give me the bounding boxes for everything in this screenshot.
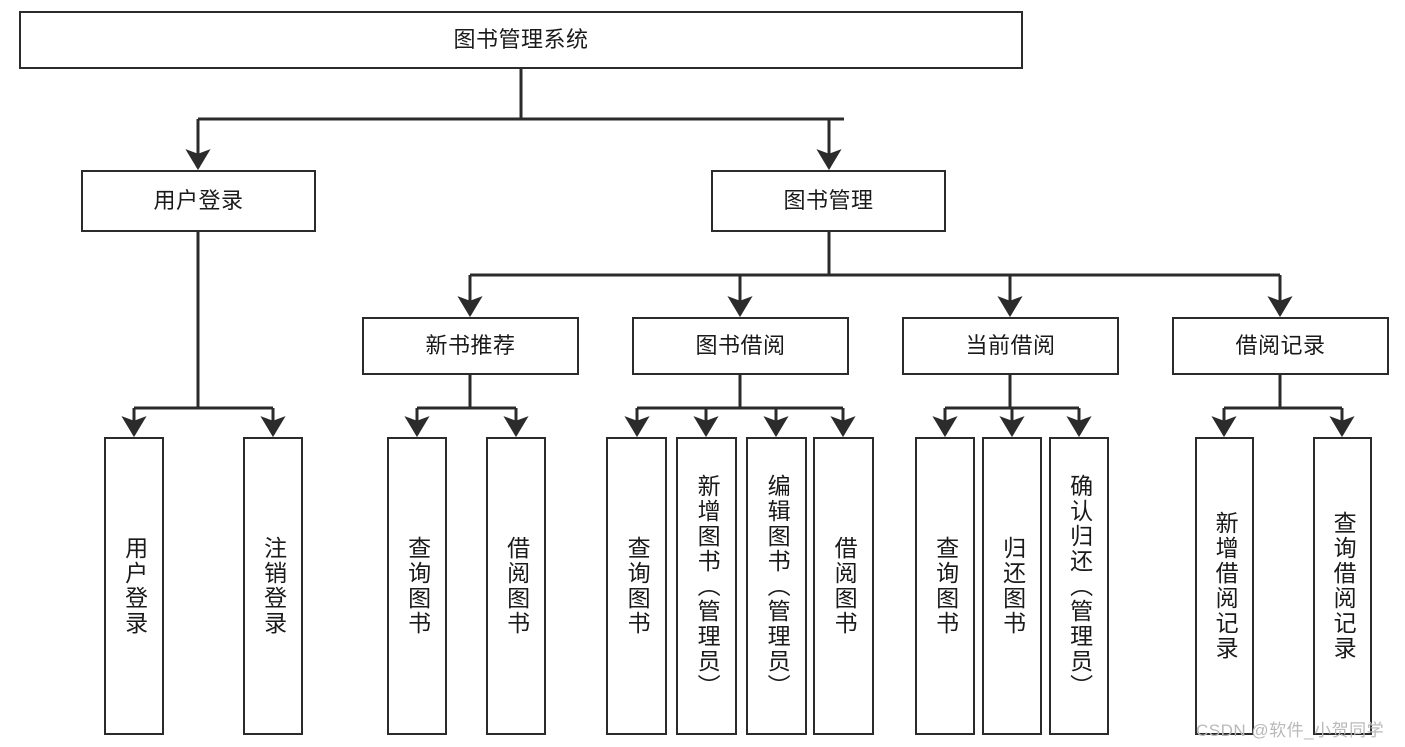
leaf-borrow-add-book-admin[interactable]: 新增图书（管理员） xyxy=(676,437,737,735)
leaf-current-confirm-return-admin[interactable]: 确认归还（管理员） xyxy=(1049,437,1109,735)
leaf-newbook-query-book[interactable]: 查询图书 xyxy=(387,437,447,735)
leaf-borrow-query-book[interactable]: 查询图书 xyxy=(606,437,667,735)
node-new-book-recommend-label: 新书推荐 xyxy=(425,333,516,359)
leaf-logout-login-label: 注销登录 xyxy=(260,536,287,636)
leaf-borrow-borrow-book[interactable]: 借阅图书 xyxy=(813,437,874,735)
leaf-borrow-edit-book-admin[interactable]: 编辑图书（管理员） xyxy=(746,437,807,735)
leaf-borrow-edit-book-admin-label: 编辑图书（管理员） xyxy=(764,473,791,699)
leaf-current-query-book[interactable]: 查询图书 xyxy=(915,437,975,735)
node-user-login[interactable]: 用户登录 xyxy=(81,170,316,232)
leaf-record-add-borrow-record-label: 新增借阅记录 xyxy=(1212,511,1239,661)
node-book-borrow-label: 图书借阅 xyxy=(695,333,786,359)
leaf-borrow-borrow-book-label: 借阅图书 xyxy=(831,536,858,636)
leaf-borrow-query-book-label: 查询图书 xyxy=(624,536,651,636)
leaf-record-query-borrow-record-label: 查询借阅记录 xyxy=(1330,511,1357,661)
leaf-current-query-book-label: 查询图书 xyxy=(932,536,959,636)
leaf-record-query-borrow-record[interactable]: 查询借阅记录 xyxy=(1313,437,1372,735)
leaf-logout-login[interactable]: 注销登录 xyxy=(243,437,303,735)
node-current-borrow-label: 当前借阅 xyxy=(965,333,1056,359)
leaf-borrow-add-book-admin-label: 新增图书（管理员） xyxy=(694,473,721,699)
node-user-login-label: 用户登录 xyxy=(153,188,244,214)
node-new-book-recommend[interactable]: 新书推荐 xyxy=(362,317,579,375)
node-book-borrow[interactable]: 图书借阅 xyxy=(632,317,849,375)
leaf-current-return-book[interactable]: 归还图书 xyxy=(982,437,1042,735)
node-borrow-record[interactable]: 借阅记录 xyxy=(1172,317,1389,375)
node-book-management[interactable]: 图书管理 xyxy=(711,170,946,232)
leaf-user-login-label: 用户登录 xyxy=(121,536,148,636)
node-current-borrow[interactable]: 当前借阅 xyxy=(902,317,1119,375)
leaf-current-confirm-return-admin-label: 确认归还（管理员） xyxy=(1066,473,1093,699)
leaf-current-return-book-label: 归还图书 xyxy=(999,536,1026,636)
node-book-management-label: 图书管理 xyxy=(783,188,874,214)
leaf-newbook-borrow-book[interactable]: 借阅图书 xyxy=(486,437,546,735)
leaf-newbook-query-book-label: 查询图书 xyxy=(404,536,431,636)
leaf-newbook-borrow-book-label: 借阅图书 xyxy=(503,536,530,636)
node-borrow-record-label: 借阅记录 xyxy=(1235,333,1326,359)
leaf-record-add-borrow-record[interactable]: 新增借阅记录 xyxy=(1195,437,1254,735)
node-root[interactable]: 图书管理系统 xyxy=(19,11,1023,69)
node-root-label: 图书管理系统 xyxy=(453,27,589,53)
leaf-user-login[interactable]: 用户登录 xyxy=(104,437,164,735)
